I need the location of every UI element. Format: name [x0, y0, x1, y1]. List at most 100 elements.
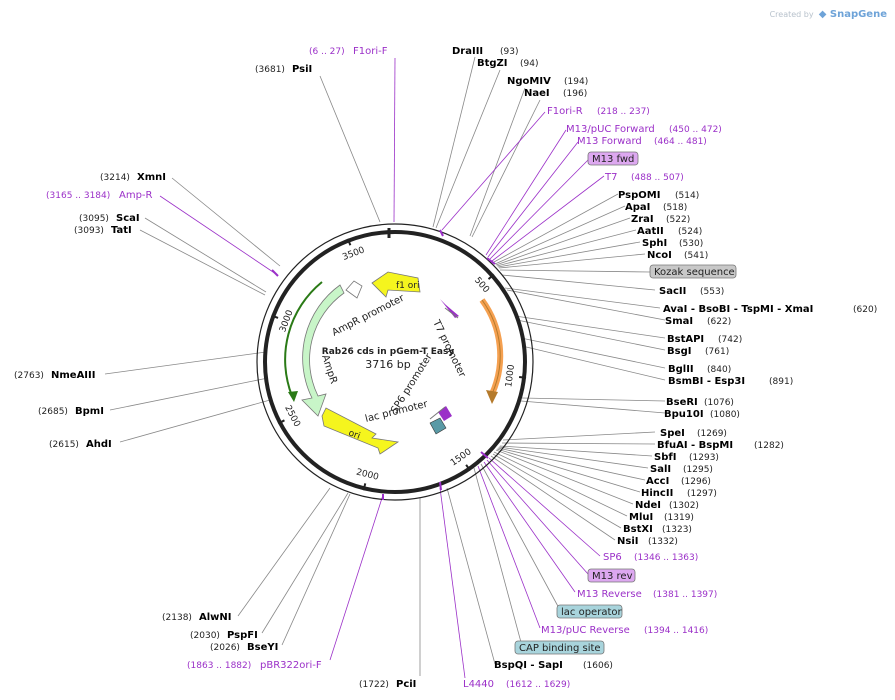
label-l4440[interactable]: L4440 (1612 .. 1629): [463, 679, 570, 690]
label-bstxi[interactable]: BstXI (1323): [623, 524, 692, 535]
label-sp6[interactable]: SP6 (1346 .. 1363): [603, 552, 698, 563]
label-spei[interactable]: SpeI (1269): [660, 428, 727, 439]
left-labels: (3681) PsiI (6 .. 27) F1ori-F (3214) Xmn…: [14, 46, 416, 690]
label-f1ori-r[interactable]: F1ori-R (218 .. 237): [547, 106, 650, 117]
label-name: AccI: [646, 476, 669, 487]
label-pbr322ori-f[interactable]: (1863 .. 1882) pBR322ori-F: [187, 660, 322, 671]
label-alwni[interactable]: (2138) AlwNI: [162, 612, 232, 623]
label-bseri[interactable]: BseRI (1076): [666, 397, 734, 408]
label-name: Amp-R: [119, 190, 153, 201]
label-ahdi[interactable]: (2615) AhdI: [49, 439, 112, 450]
label-name: M13 rev: [592, 571, 633, 582]
label-ndei[interactable]: NdeI (1302): [635, 500, 699, 511]
label-pos: (2138): [162, 613, 192, 623]
tick-mark: [271, 314, 279, 319]
ori-arrow: [321, 407, 400, 455]
label-name: M13/pUC Forward: [566, 124, 655, 135]
label-name: F1ori-F: [353, 46, 388, 57]
label-sphi[interactable]: SphI (530): [642, 238, 703, 249]
label-psii[interactable]: (3681) PsiI: [255, 64, 312, 75]
label-hincii[interactable]: HincII (1297): [641, 488, 717, 499]
label-name: AatII: [637, 226, 664, 237]
label-ngomiv[interactable]: NgoMIV (194): [507, 76, 588, 87]
ampr-label: AmpR: [319, 354, 339, 386]
label-draiii[interactable]: DraIII (93): [452, 46, 518, 57]
label-zrai[interactable]: ZraI (522): [631, 214, 690, 225]
label-name: NsiI: [617, 536, 638, 547]
label-sacii[interactable]: SacII (553): [659, 286, 724, 297]
label-mlui[interactable]: MluI (1319): [629, 512, 694, 523]
label-name: BstAPI: [667, 334, 704, 345]
label-pos: (1323): [662, 525, 692, 535]
label-m13-fwd-box[interactable]: M13 fwd: [587, 151, 639, 166]
label-bstapi[interactable]: BstAPI (742): [667, 334, 742, 345]
label-kozak-box[interactable]: Kozak sequence: [649, 264, 737, 279]
label-nmeaiii[interactable]: (2763) NmeAIII: [14, 370, 95, 381]
label-apai[interactable]: ApaI (518): [625, 202, 687, 213]
label-name: HincII: [641, 488, 673, 499]
label-amp-r[interactable]: (3165 .. 3184) Amp-R: [46, 190, 153, 201]
label-acci[interactable]: AccI (1296): [646, 476, 711, 487]
label-bfuai[interactable]: BfuAI - BspMI (1282): [657, 440, 784, 451]
label-naei[interactable]: NaeI (196): [524, 88, 587, 99]
label-pos: (2685): [38, 407, 68, 417]
label-pos: (196): [563, 89, 587, 99]
label-xmni[interactable]: (3214) XmnI: [100, 172, 166, 183]
label-pcii[interactable]: (1722) PciI: [359, 679, 416, 690]
kozak-box: [649, 264, 737, 279]
label-bseyi[interactable]: (2026) BseYI: [210, 642, 278, 653]
tick-label: 3500: [341, 245, 366, 263]
label-pos: (2026): [210, 643, 240, 653]
ampr-orf-line: [284, 281, 323, 397]
label-m13-forward[interactable]: M13 Forward (464 .. 481): [577, 136, 707, 147]
label-lac-operator-box[interactable]: lac operator: [556, 604, 622, 619]
label-aatii[interactable]: AatII (524): [637, 226, 702, 237]
label-pos: (530): [679, 239, 703, 249]
label-m13-puc-reverse[interactable]: M13/pUC Reverse (1394 .. 1416): [541, 625, 708, 636]
label-name: SmaI: [665, 316, 693, 327]
label-bpu10i[interactable]: Bpu10I (1080): [664, 409, 740, 420]
label-pspomi[interactable]: PspOMI (514): [618, 190, 699, 201]
label-smai[interactable]: SmaI (622): [665, 316, 731, 327]
label-sbfi[interactable]: SbfI (1293): [654, 452, 719, 463]
label-cap-box[interactable]: CAP binding site: [514, 640, 605, 655]
label-pos: (1381 .. 1397): [653, 590, 717, 600]
label-bsgi[interactable]: BsgI (761): [667, 346, 729, 357]
tick-mark: [346, 238, 352, 246]
label-bsmbi[interactable]: BsmBI - Esp3I (891): [668, 376, 793, 387]
label-pos: (194): [564, 77, 588, 87]
label-bpmi[interactable]: (2685) BpmI: [38, 406, 104, 417]
label-ncoi[interactable]: NcoI (541): [647, 250, 708, 261]
label-name: NcoI: [647, 250, 672, 261]
label-pspfi[interactable]: (2030) PspFI: [190, 630, 258, 641]
label-m13-reverse[interactable]: M13 Reverse (1381 .. 1397): [577, 589, 717, 600]
f1-ori-label: f1 ori: [396, 281, 419, 291]
label-avai-group[interactable]: AvaI - BsoBI - TspMI - XmaI (620): [663, 304, 877, 315]
tick-mark: [277, 419, 285, 425]
label-btgzi[interactable]: BtgZI (94): [477, 58, 538, 69]
m13-rev-box: [587, 568, 636, 583]
label-pos: (1293): [689, 453, 719, 463]
label-sali[interactable]: SalI (1295): [650, 464, 713, 475]
label-m13-rev-box[interactable]: M13 rev: [587, 568, 636, 583]
label-name: SalI: [650, 464, 671, 475]
label-name: NdeI: [635, 500, 661, 511]
label-t7[interactable]: T7 (488 .. 507): [604, 172, 684, 183]
label-pos: (622): [707, 317, 731, 327]
label-tati[interactable]: (3093) TatI: [74, 225, 132, 236]
label-bglii[interactable]: BglII (840): [668, 364, 731, 375]
label-m13-puc-forward[interactable]: M13/pUC Forward (450 .. 472): [566, 124, 722, 135]
label-nsii[interactable]: NsiI (1332): [617, 536, 678, 547]
label-name: BpmI: [75, 406, 104, 417]
label-pos: (3095): [79, 214, 109, 224]
snapgene-logo: ◆ SnapGene: [818, 9, 887, 20]
label-name: BglII: [668, 364, 694, 375]
label-bspqi[interactable]: BspQI - SapI (1606): [494, 660, 613, 671]
label-pos: (3093): [74, 226, 104, 236]
label-name: M13 Forward: [577, 136, 642, 147]
label-name: BsmBI - Esp3I: [668, 376, 745, 387]
tick-label: 2500: [282, 404, 302, 429]
label-name: NmeAIII: [51, 370, 95, 381]
label-scai[interactable]: (3095) ScaI: [79, 213, 140, 224]
label-f1ori-f[interactable]: (6 .. 27) F1ori-F: [309, 46, 388, 57]
